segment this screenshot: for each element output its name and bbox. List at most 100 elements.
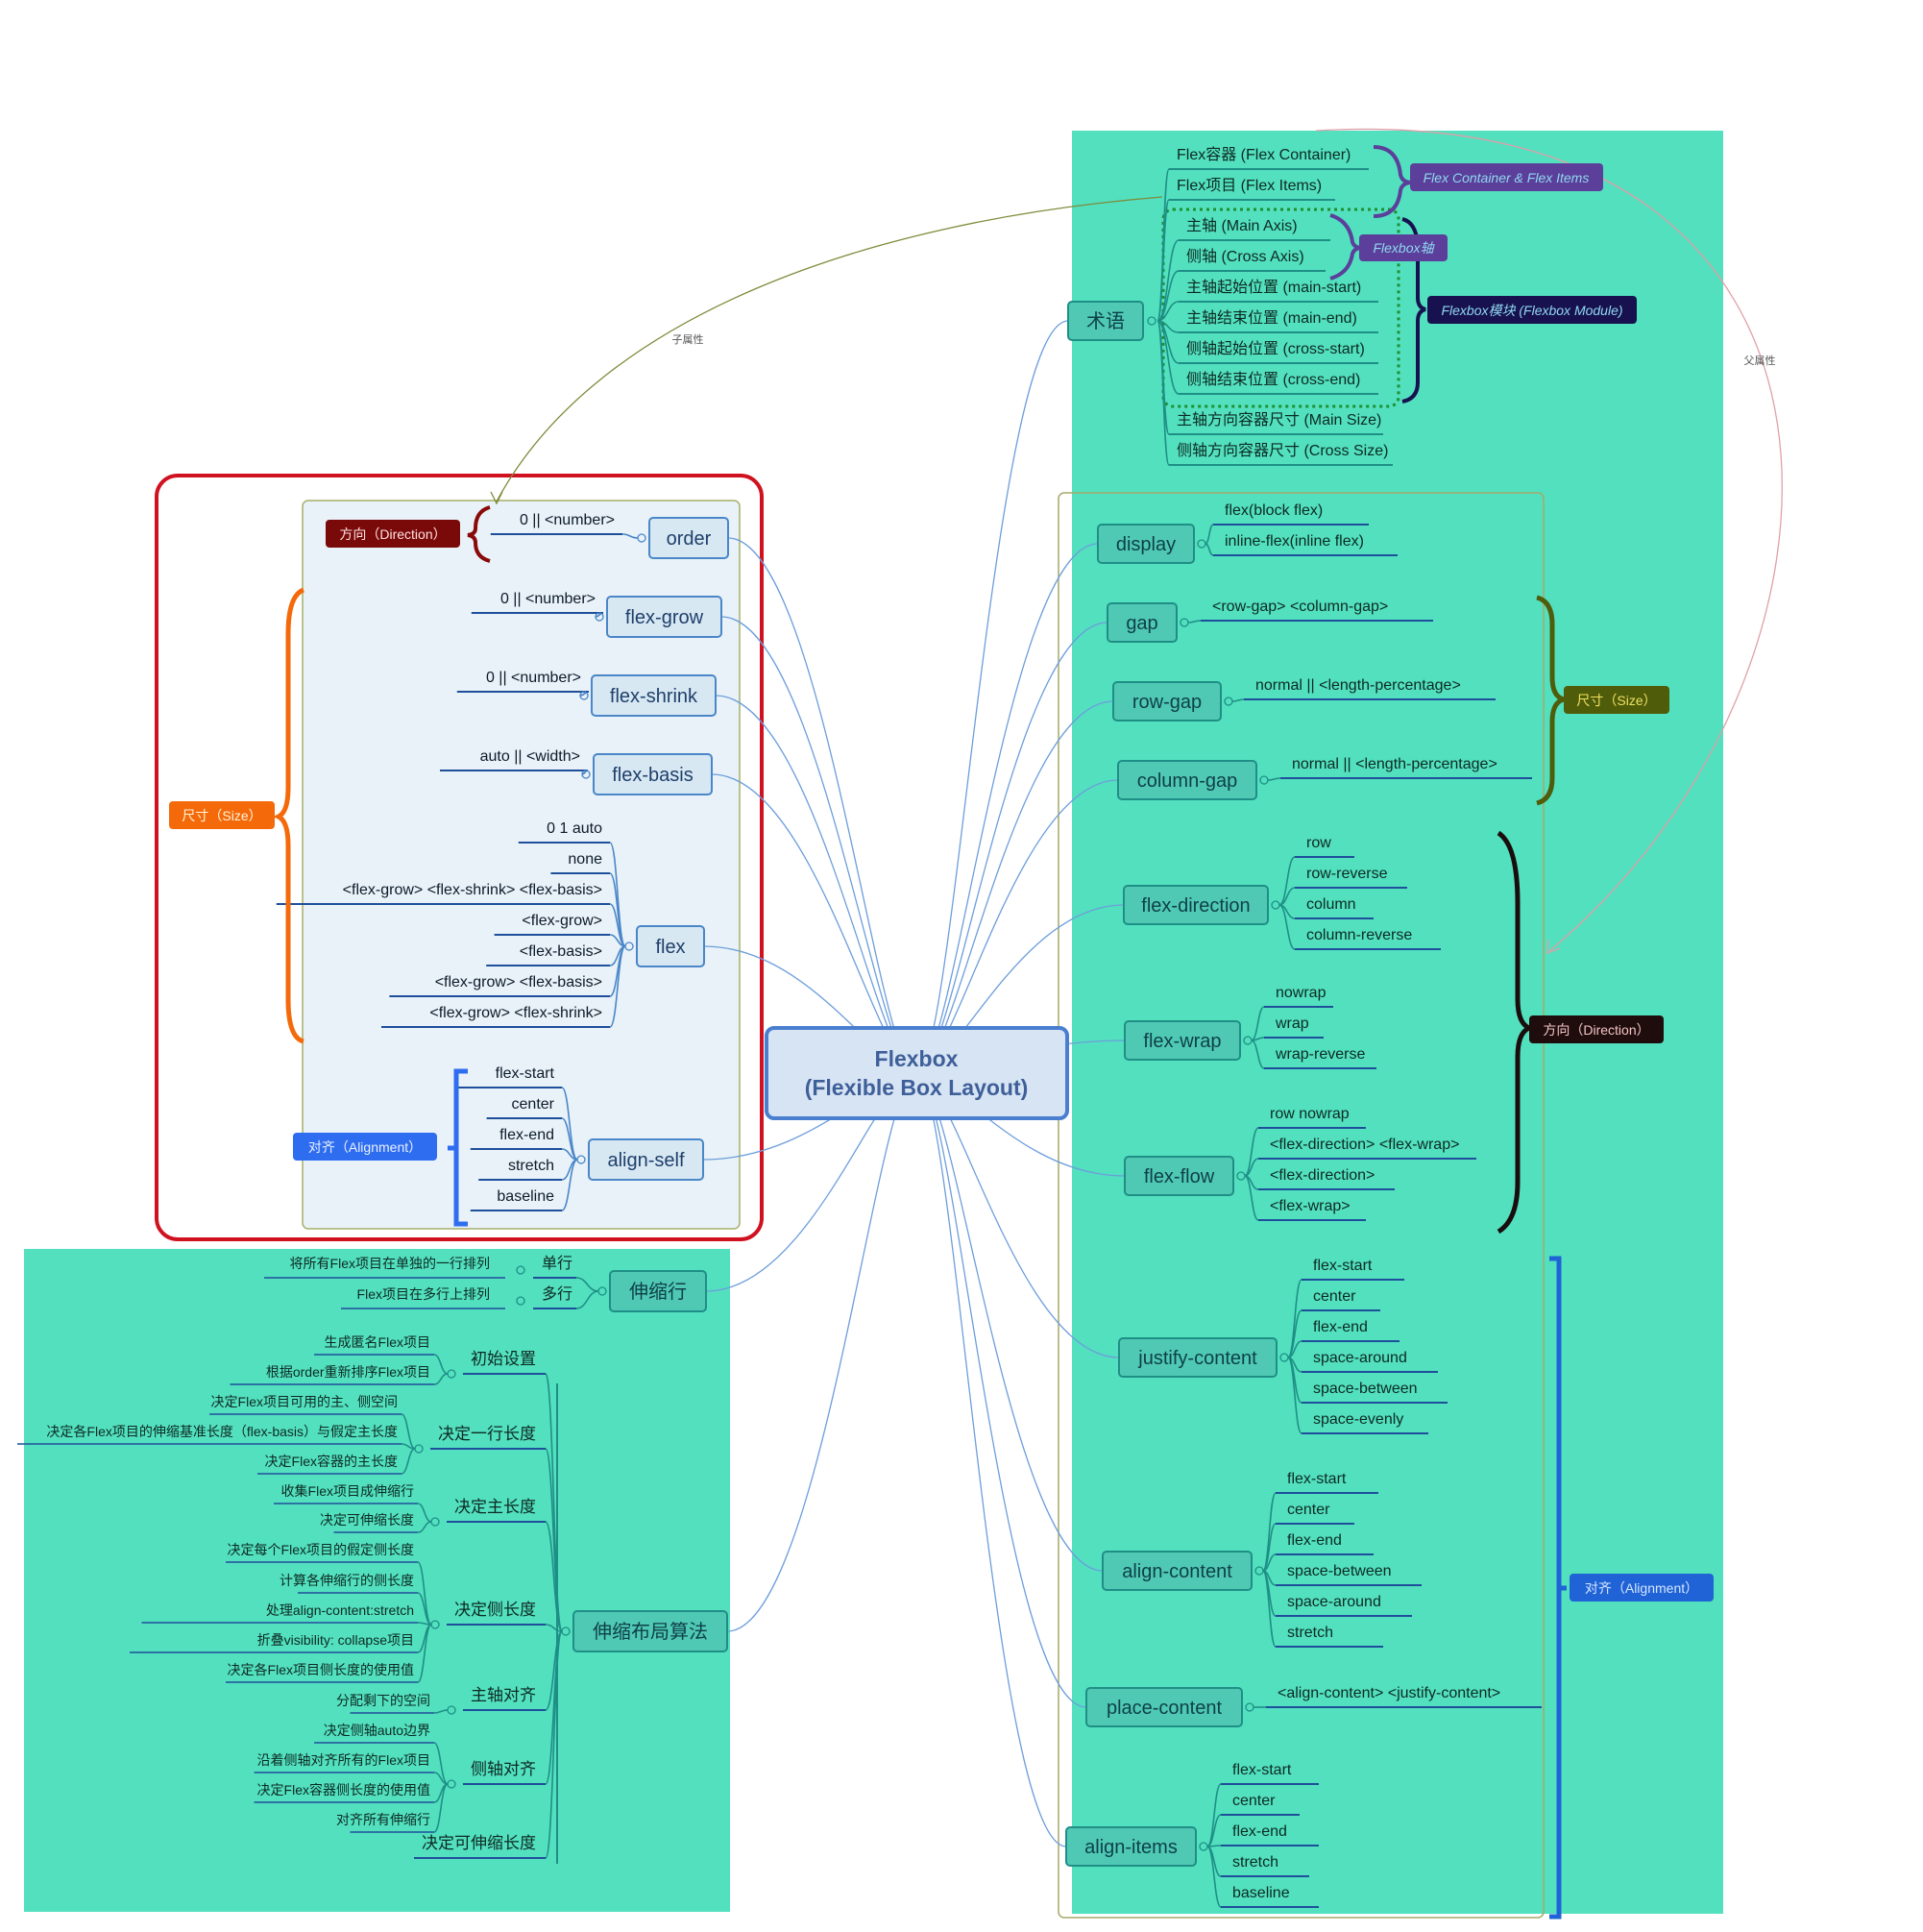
branch-value — [561, 1117, 578, 1161]
algorithm-panel — [24, 1249, 730, 1912]
collapse-toggle[interactable] — [447, 1779, 456, 1789]
flexbox-axis-group — [1161, 208, 1400, 408]
collapse-toggle[interactable] — [516, 1265, 525, 1275]
bracket-size-left — [273, 587, 305, 1044]
topic-place-content-label: place-content — [1107, 1698, 1223, 1719]
step-5: 侧轴对齐 — [471, 1760, 536, 1778]
step-4-detail-0: 分配剩下的空间 — [336, 1693, 430, 1708]
value-flex-direction: <flex-direction> — [1270, 1167, 1375, 1184]
value-space-around: space-around — [1287, 1594, 1381, 1610]
topic-flex-wrap[interactable]: flex-wrap — [1124, 1020, 1241, 1061]
value-flex-start: flex-start — [1287, 1471, 1347, 1487]
term-item-3: 侧轴 (Cross Axis) — [1186, 248, 1304, 265]
summary-flex-container-items: Flex Container & Flex Items — [1410, 163, 1603, 191]
collapse-toggle[interactable] — [516, 1296, 525, 1306]
collapse-toggle[interactable] — [595, 612, 604, 622]
collapse-toggle[interactable] — [1180, 618, 1189, 627]
step-3-detail-0: 决定每个Flex项目的假定侧长度 — [228, 1542, 414, 1557]
collapse-toggle[interactable] — [561, 1626, 571, 1636]
value-center: center — [1287, 1502, 1330, 1518]
branch-step — [545, 1624, 563, 1632]
collapse-toggle[interactable] — [579, 691, 589, 700]
topic-column-gap[interactable]: column-gap — [1117, 760, 1257, 800]
topic-gap[interactable]: gap — [1107, 602, 1178, 643]
collapse-toggle[interactable] — [1271, 900, 1280, 910]
topic-flex-flow[interactable]: flex-flow — [1124, 1156, 1234, 1196]
flex-line-detail-1: Flex项目在多行上排列 — [357, 1286, 490, 1302]
branch-value — [561, 1159, 578, 1211]
value-stretch: stretch — [1287, 1625, 1333, 1641]
topic-flex-lines-label: 伸缩行 — [629, 1281, 687, 1303]
term-item-7: 侧轴结束位置 (cross-end) — [1186, 371, 1360, 388]
collapse-toggle[interactable] — [624, 942, 634, 951]
collapse-toggle[interactable] — [447, 1369, 456, 1379]
value-flex-end: flex-end — [1287, 1532, 1342, 1549]
step-0-detail-1: 根据order重新排序Flex项目 — [266, 1364, 430, 1380]
collapse-toggle[interactable] — [1254, 1566, 1264, 1576]
value-space-between: space-between — [1313, 1381, 1418, 1397]
collapse-toggle[interactable] — [1224, 697, 1233, 706]
collapse-toggle[interactable] — [430, 1517, 440, 1527]
collapse-toggle[interactable] — [430, 1620, 440, 1629]
collapse-toggle[interactable] — [637, 533, 646, 543]
link-terms — [915, 320, 1069, 1074]
topic-flex-grow[interactable]: flex-grow — [606, 596, 722, 638]
summary-flexbox-axis: Flexbox轴 — [1359, 234, 1448, 261]
collapse-toggle[interactable] — [576, 1155, 586, 1164]
step-6: 决定可伸缩长度 — [422, 1834, 536, 1852]
topic-flex-basis[interactable]: flex-basis — [593, 753, 713, 795]
collapse-toggle[interactable] — [597, 1286, 607, 1296]
value-flex-end: flex-end — [499, 1127, 554, 1143]
topic-align-items[interactable]: align-items — [1065, 1826, 1197, 1867]
step-3-detail-1: 计算各伸缩行的侧长度 — [280, 1573, 414, 1588]
step-3-detail-3: 折叠visibility: collapse项目 — [257, 1632, 414, 1648]
value-column-reverse: column-reverse — [1306, 927, 1412, 943]
step-0-detail-0: 生成匿名Flex项目 — [325, 1334, 430, 1350]
collapse-toggle[interactable] — [1147, 316, 1156, 326]
topic-algorithm[interactable]: 伸缩布局算法 — [572, 1610, 728, 1652]
topic-flex-shrink[interactable]: flex-shrink — [591, 674, 717, 717]
flex-line-1: 多行 — [542, 1285, 572, 1303]
collapse-toggle[interactable] — [581, 770, 591, 779]
branch-value — [1206, 1814, 1222, 1847]
step-5-detail-2: 决定Flex容器侧长度的使用值 — [257, 1782, 430, 1797]
branch-detail — [401, 1448, 416, 1475]
topic-terms[interactable]: 术语 — [1067, 301, 1144, 341]
parent-relation-label: 父属性 — [1744, 354, 1776, 367]
topic-flex-label: flex — [655, 937, 685, 958]
collapse-toggle[interactable] — [1197, 539, 1206, 549]
topic-flex-wrap-label: flex-wrap — [1143, 1031, 1221, 1052]
collapse-toggle[interactable] — [1243, 1036, 1253, 1045]
branch-detail — [433, 1742, 449, 1785]
topic-flex-direction[interactable]: flex-direction — [1123, 885, 1269, 925]
topic-flex-lines[interactable]: 伸缩行 — [609, 1270, 707, 1312]
branch-detail — [401, 1413, 416, 1450]
summary-flexbox-module: Flexbox模块 (Flexbox Module) — [1427, 296, 1637, 324]
collapse-toggle[interactable] — [447, 1705, 456, 1715]
branch-value — [1231, 698, 1245, 702]
collapse-toggle[interactable] — [1279, 1353, 1289, 1362]
value-normal-length-percentage: normal || <length-percentage> — [1292, 756, 1497, 772]
collapse-toggle[interactable] — [1245, 1702, 1254, 1712]
collapse-toggle[interactable] — [414, 1444, 424, 1454]
summary-size-right: 尺寸（Size） — [1564, 686, 1669, 714]
topic-justify-content[interactable]: justify-content — [1118, 1337, 1278, 1378]
topic-justify-content-label: justify-content — [1137, 1348, 1257, 1369]
value-space-between: space-between — [1287, 1563, 1392, 1579]
bracket-alignment-left — [448, 1068, 468, 1227]
topic-align-self[interactable]: align-self — [588, 1138, 704, 1181]
topic-align-content[interactable]: align-content — [1102, 1551, 1253, 1591]
collapse-toggle[interactable] — [1199, 1842, 1208, 1851]
collapse-toggle[interactable] — [1236, 1171, 1246, 1181]
topic-place-content[interactable]: place-content — [1085, 1687, 1243, 1727]
topic-row-gap[interactable]: row-gap — [1112, 681, 1222, 721]
topic-flex[interactable]: flex — [636, 925, 705, 967]
topic-display[interactable]: display — [1097, 524, 1195, 564]
topic-order[interactable]: order — [648, 517, 729, 559]
bracket-alignment-right — [1549, 1256, 1567, 1920]
collapse-toggle[interactable] — [1259, 775, 1269, 785]
value-row-gap-column-gap: <row-gap> <column-gap> — [1212, 599, 1388, 615]
child-relation-label: 子属性 — [672, 332, 704, 346]
root-topic[interactable]: Flexbox (Flexible Box Layout) — [765, 1026, 1069, 1120]
